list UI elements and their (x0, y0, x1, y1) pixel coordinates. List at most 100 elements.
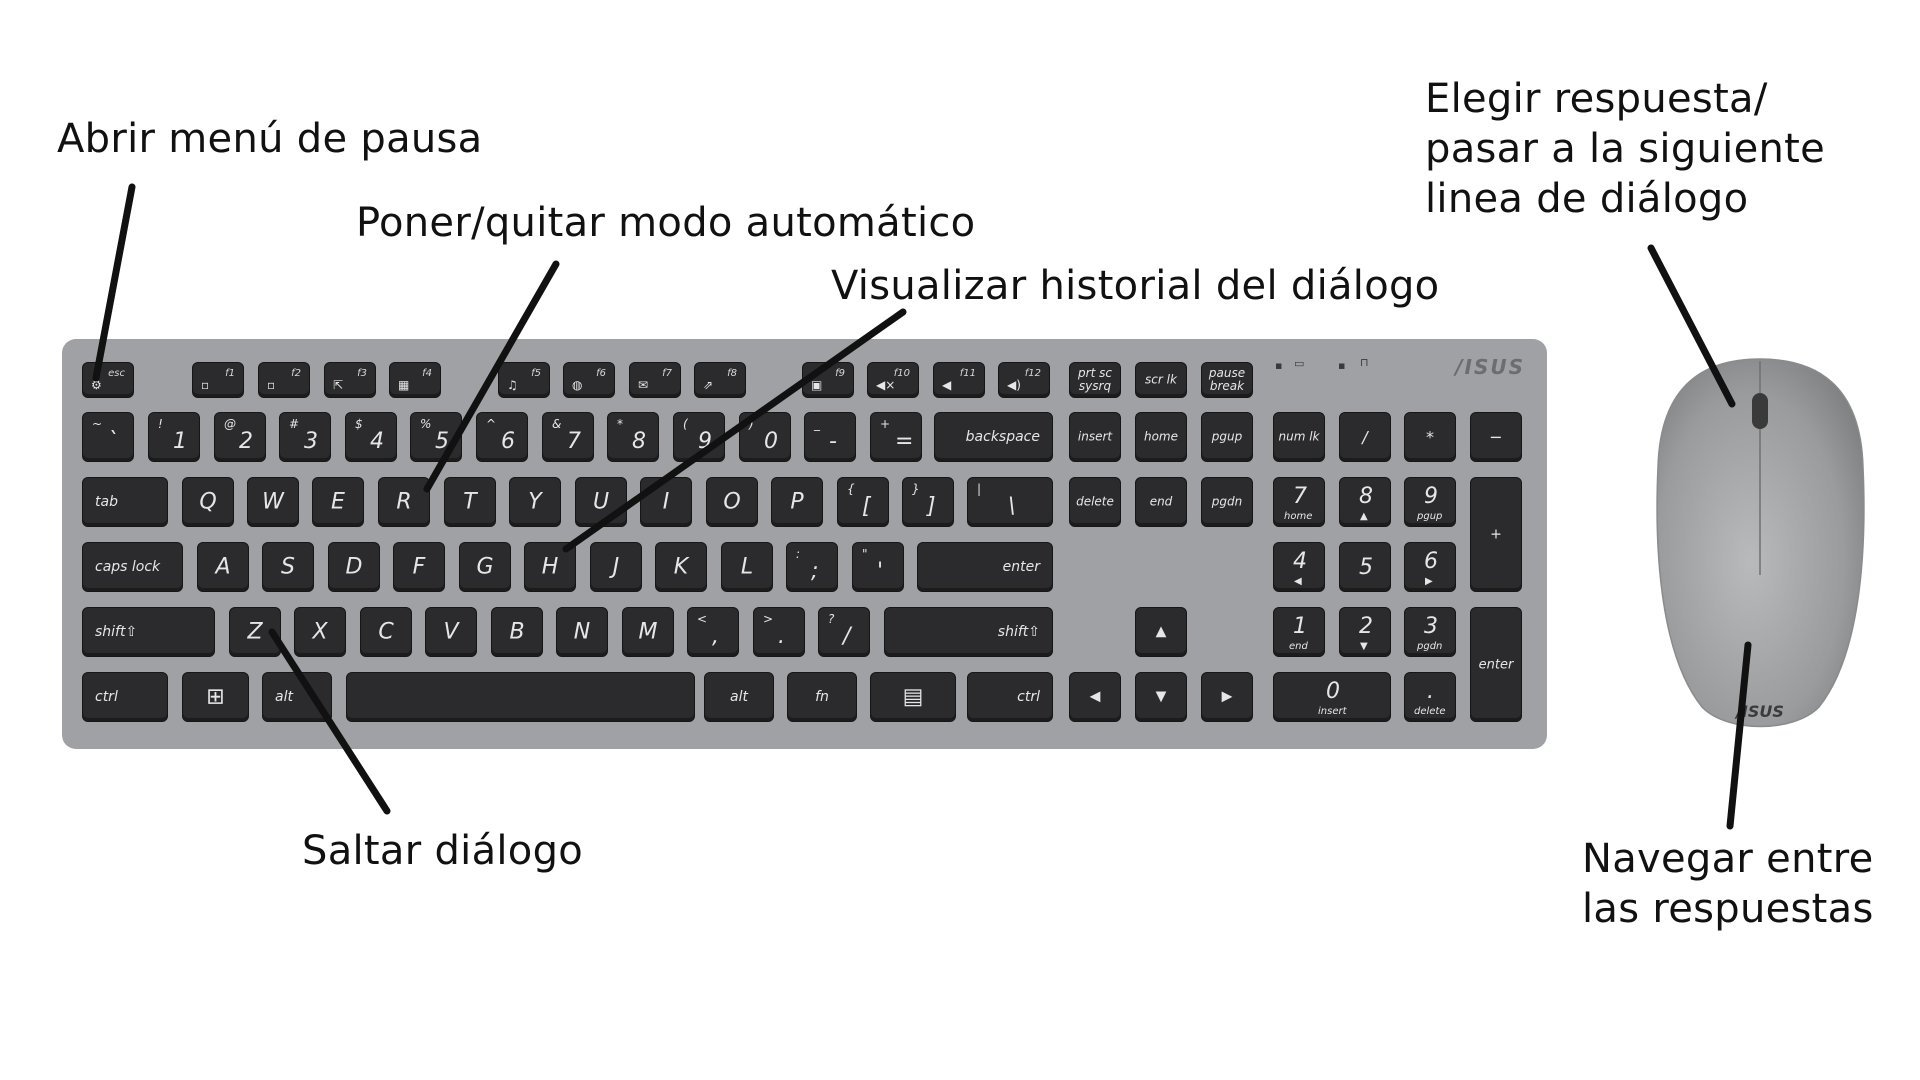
key-scrlk[interactable]: scr lk (1135, 362, 1187, 398)
key-num-4[interactable]: 4◀ (1273, 542, 1325, 592)
key-k[interactable]: K (655, 542, 707, 592)
key-num-plus[interactable]: + (1470, 477, 1522, 592)
key-1[interactable]: !1 (148, 412, 200, 462)
key-r[interactable]: R (378, 477, 430, 527)
key-backspace[interactable]: backspace (934, 412, 1053, 462)
key-end[interactable]: end (1135, 477, 1187, 527)
key-insert[interactable]: insert (1069, 412, 1121, 462)
key-ctrl-left[interactable]: ctrl (82, 672, 168, 722)
key-delete[interactable]: delete (1069, 477, 1121, 527)
key-i[interactable]: I (640, 477, 692, 527)
key-minus[interactable]: _- (804, 412, 856, 462)
key-f6[interactable]: f6◍ (563, 362, 615, 398)
key-num-enter[interactable]: enter (1470, 607, 1522, 722)
key-semicolon[interactable]: :; (786, 542, 838, 592)
key-pgdn[interactable]: pgdn (1201, 477, 1253, 527)
key-quote[interactable]: "' (852, 542, 904, 592)
key-0[interactable]: )0 (739, 412, 791, 462)
key-4[interactable]: $4 (345, 412, 397, 462)
key-8[interactable]: *8 (607, 412, 659, 462)
key-f3[interactable]: f3⇱ (324, 362, 376, 398)
key-num-dot[interactable]: .delete (1404, 672, 1456, 722)
key-slash[interactable]: ?/ (818, 607, 870, 657)
key-t[interactable]: T (444, 477, 496, 527)
key-f2[interactable]: f2▫ (258, 362, 310, 398)
key-menu[interactable]: ▤ (870, 672, 956, 722)
key-n[interactable]: N (556, 607, 608, 657)
key-o[interactable]: O (706, 477, 758, 527)
key-rbracket[interactable]: }] (902, 477, 954, 527)
key-comma[interactable]: <, (687, 607, 739, 657)
key-f8[interactable]: f8⇗ (694, 362, 746, 398)
key-w[interactable]: W (247, 477, 299, 527)
key-f9[interactable]: f9▣ (802, 362, 854, 398)
key-u[interactable]: U (575, 477, 627, 527)
key-arrow-left[interactable]: ◀ (1069, 672, 1121, 722)
key-f5[interactable]: f5♫ (498, 362, 550, 398)
key-v[interactable]: V (425, 607, 477, 657)
key-space[interactable] (346, 672, 695, 722)
key-5[interactable]: %5 (410, 412, 462, 462)
key-shift-right[interactable]: shift⇧ (884, 607, 1053, 657)
key-tab[interactable]: tab (82, 477, 168, 527)
key-e[interactable]: E (312, 477, 364, 527)
key-f7[interactable]: f7✉ (629, 362, 681, 398)
key-arrow-down[interactable]: ▼ (1135, 672, 1187, 722)
key-num-2[interactable]: 2▼ (1339, 607, 1391, 657)
key-f12[interactable]: f12◀) (998, 362, 1050, 398)
key-f11[interactable]: f11◀ (933, 362, 985, 398)
mouse-scroll-wheel[interactable] (1752, 393, 1768, 429)
key-7[interactable]: &7 (542, 412, 594, 462)
key-num-5[interactable]: 5 (1339, 542, 1391, 592)
key-lbracket[interactable]: {[ (837, 477, 889, 527)
key-l[interactable]: L (721, 542, 773, 592)
key-numlk[interactable]: num lk (1273, 412, 1325, 462)
key-alt-right[interactable]: alt (704, 672, 774, 722)
key-ctrl-right[interactable]: ctrl (967, 672, 1053, 722)
key-enter[interactable]: enter (917, 542, 1053, 592)
key-home[interactable]: home (1135, 412, 1187, 462)
key-q[interactable]: Q (182, 477, 234, 527)
key-c[interactable]: C (360, 607, 412, 657)
key-b[interactable]: B (491, 607, 543, 657)
key-backslash[interactable]: |\ (967, 477, 1053, 527)
key-arrow-right[interactable]: ▶ (1201, 672, 1253, 722)
key-m[interactable]: M (622, 607, 674, 657)
key-equals[interactable]: += (870, 412, 922, 462)
key-f1[interactable]: f1▫ (192, 362, 244, 398)
key-alt-left[interactable]: alt (262, 672, 332, 722)
key-pgup[interactable]: pgup (1201, 412, 1253, 462)
key-s[interactable]: S (262, 542, 314, 592)
key-j[interactable]: J (590, 542, 642, 592)
key-3[interactable]: #3 (279, 412, 331, 462)
key-pause[interactable]: pause break (1201, 362, 1253, 398)
key-6[interactable]: ^6 (476, 412, 528, 462)
key-num-8[interactable]: 8▲ (1339, 477, 1391, 527)
key-capslock[interactable]: caps lock (82, 542, 183, 592)
key-h[interactable]: H (524, 542, 576, 592)
key-fn[interactable]: fn (787, 672, 857, 722)
key-g[interactable]: G (459, 542, 511, 592)
key-z[interactable]: Z (229, 607, 281, 657)
key-arrow-up[interactable]: ▲ (1135, 607, 1187, 657)
key-num-6[interactable]: 6▶ (1404, 542, 1456, 592)
key-p[interactable]: P (771, 477, 823, 527)
key-f[interactable]: F (393, 542, 445, 592)
key-shift-left[interactable]: shift⇧ (82, 607, 215, 657)
key-9[interactable]: (9 (673, 412, 725, 462)
key-f4[interactable]: f4▦ (389, 362, 441, 398)
key-win[interactable]: ⊞ (182, 672, 249, 722)
key-tilde[interactable]: ~` (82, 412, 134, 462)
key-y[interactable]: Y (509, 477, 561, 527)
key-d[interactable]: D (328, 542, 380, 592)
key-x[interactable]: X (294, 607, 346, 657)
key-esc[interactable]: esc⚙ (82, 362, 134, 398)
key-num-minus[interactable]: − (1470, 412, 1522, 462)
key-2[interactable]: @2 (214, 412, 266, 462)
key-num-slash[interactable]: / (1339, 412, 1391, 462)
key-num-star[interactable]: * (1404, 412, 1456, 462)
